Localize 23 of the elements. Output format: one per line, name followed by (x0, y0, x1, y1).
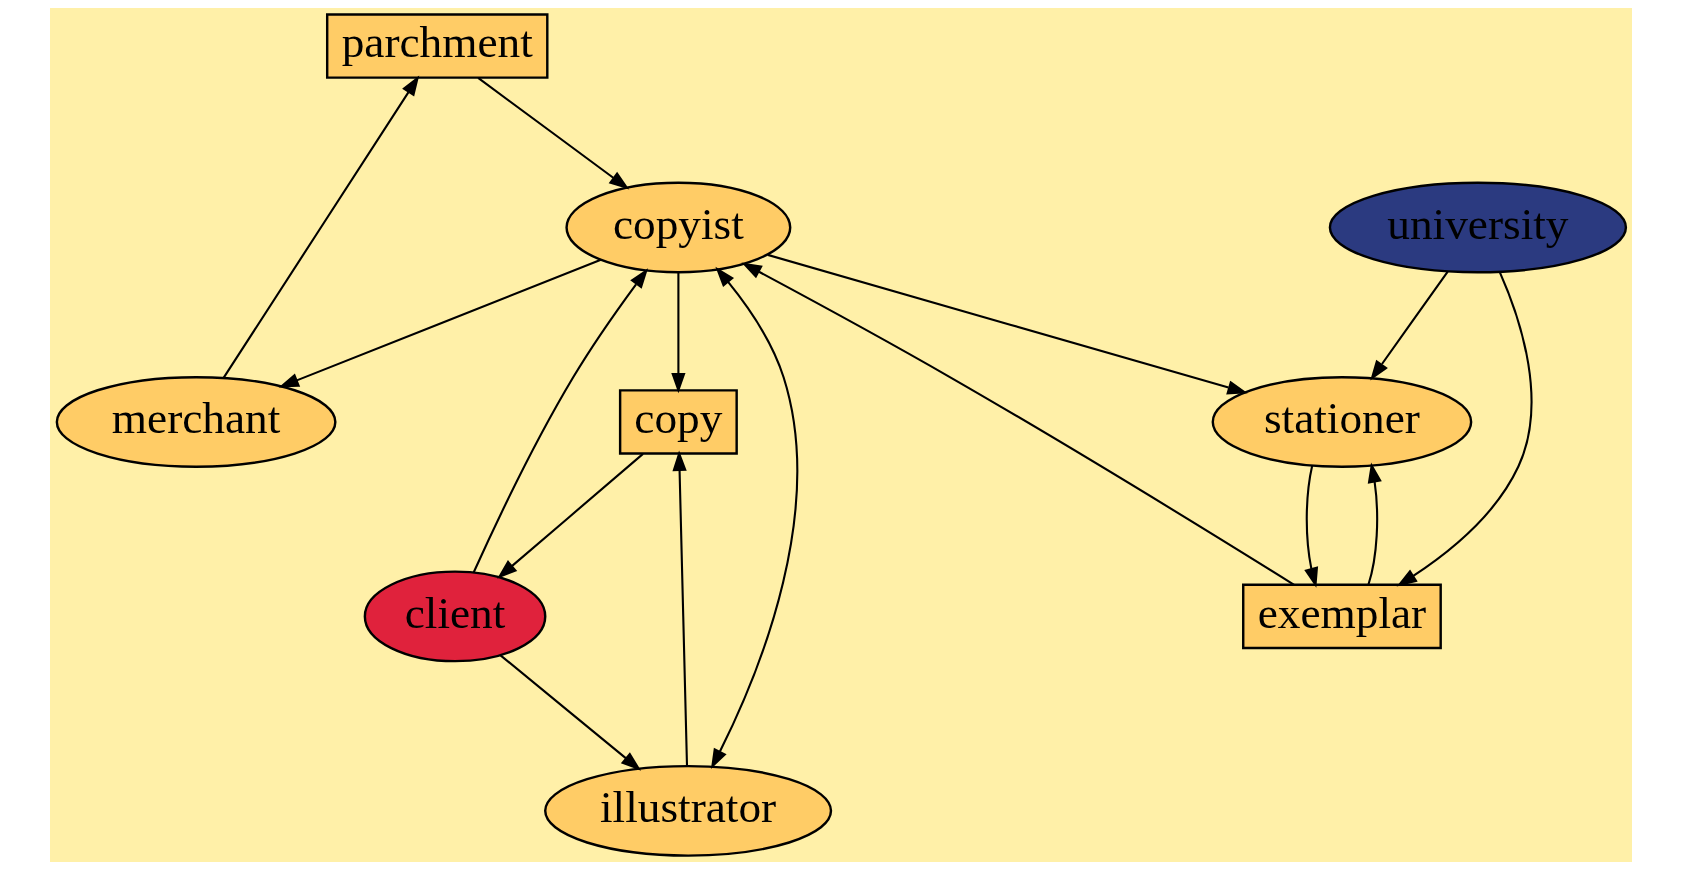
arrow (710, 266, 798, 770)
node-box: copy (618, 389, 738, 455)
node-box: parchment (325, 13, 548, 79)
arrow (477, 77, 629, 190)
arrow (1303, 465, 1318, 588)
arrow (278, 258, 601, 388)
arrow (472, 268, 648, 573)
arrow (671, 450, 688, 766)
arrow (740, 262, 1295, 586)
node-box: exemplar (1241, 583, 1442, 650)
arrow (499, 654, 641, 771)
node-ellipse: copyist (564, 181, 791, 274)
node-ellipse: client (363, 570, 546, 663)
node-ellipse: stationer (1211, 375, 1472, 468)
arrow (767, 253, 1248, 395)
arrow (496, 453, 644, 579)
arrow (222, 75, 419, 379)
arrow (1396, 271, 1532, 587)
arrow (1366, 462, 1382, 586)
node-ellipse: illustrator (543, 764, 832, 857)
node-ellipse: university (1328, 181, 1627, 274)
arrow (1369, 270, 1449, 381)
arrow (670, 272, 686, 394)
